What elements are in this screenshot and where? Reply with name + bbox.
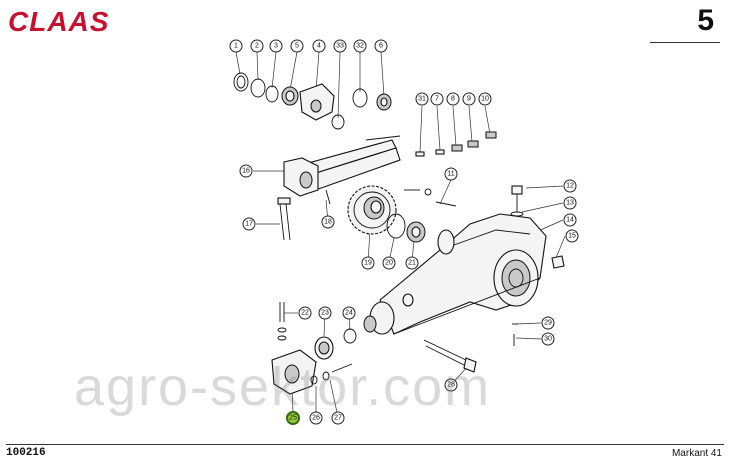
callout-23-label: 23 xyxy=(321,310,329,317)
callout-24-label: 24 xyxy=(345,310,353,317)
callout-19-label: 19 xyxy=(364,260,372,267)
callout-13[interactable]: 13 xyxy=(563,196,577,210)
callout-33-label: 33 xyxy=(336,43,344,50)
document-id: 100216 xyxy=(6,447,46,459)
sprocket-wheel xyxy=(347,185,457,243)
callout-26-label: 26 xyxy=(312,415,320,422)
model-name: Markant 41 xyxy=(671,448,722,459)
callout-14[interactable]: 14 xyxy=(563,213,577,227)
lever-arm xyxy=(277,135,401,241)
callout-5-label: 5 xyxy=(295,43,299,50)
callout-28[interactable]: 28 xyxy=(444,378,458,392)
callout-13-label: 13 xyxy=(566,200,574,207)
callout-2[interactable]: 2 xyxy=(250,39,264,53)
callout-20-label: 20 xyxy=(385,260,393,267)
callout-9-label: 9 xyxy=(467,96,471,103)
part-callouts: 1 2 3 5 4 33 32 6 31 7 8 9 10 16 11 12 1… xyxy=(229,39,579,425)
callout-33[interactable]: 33 xyxy=(333,39,347,53)
seal-rings-group xyxy=(233,72,497,157)
callout-16-label: 16 xyxy=(242,168,250,175)
callout-32-label: 32 xyxy=(356,43,364,50)
callout-8[interactable]: 8 xyxy=(446,92,460,106)
callout-18-label: 18 xyxy=(324,219,332,226)
callout-28-label: 28 xyxy=(447,382,455,389)
callout-23[interactable]: 23 xyxy=(318,306,332,320)
callout-21-label: 21 xyxy=(408,260,416,267)
callout-7[interactable]: 7 xyxy=(430,92,444,106)
callout-6-label: 6 xyxy=(379,43,383,50)
callout-4[interactable]: 4 xyxy=(312,39,326,53)
callout-11[interactable]: 11 xyxy=(444,167,458,181)
callout-25-label: 25 xyxy=(289,415,297,422)
claas-logo: CLAAS xyxy=(8,6,110,37)
callout-6[interactable]: 6 xyxy=(374,39,388,53)
callout-15[interactable]: 15 xyxy=(565,229,579,243)
callout-14-label: 14 xyxy=(566,217,574,224)
flange-parts xyxy=(271,302,477,395)
callout-11-label: 11 xyxy=(447,171,454,178)
callout-32[interactable]: 32 xyxy=(353,39,367,53)
callout-9[interactable]: 9 xyxy=(462,92,476,106)
callout-25-highlighted[interactable]: 25 xyxy=(286,411,300,425)
callout-12-label: 12 xyxy=(566,183,574,190)
callout-29-label: 29 xyxy=(544,320,552,327)
callout-8-label: 8 xyxy=(451,96,455,103)
callout-1-label: 1 xyxy=(234,43,238,50)
callout-21[interactable]: 21 xyxy=(405,256,419,270)
callout-27-label: 27 xyxy=(334,415,342,422)
footer-rule xyxy=(6,444,724,445)
callout-12[interactable]: 12 xyxy=(563,179,577,193)
callout-18[interactable]: 18 xyxy=(321,215,335,229)
callout-3-label: 3 xyxy=(274,43,278,50)
callout-10[interactable]: 10 xyxy=(478,92,492,106)
callout-26[interactable]: 26 xyxy=(309,411,323,425)
callout-17-label: 17 xyxy=(245,221,253,228)
callout-30-label: 30 xyxy=(544,336,552,343)
callout-27[interactable]: 27 xyxy=(331,411,345,425)
page-number: 5 xyxy=(697,4,714,37)
callout-2-label: 2 xyxy=(255,43,259,50)
callout-22-label: 22 xyxy=(301,310,309,317)
gearbox-housing xyxy=(363,185,565,346)
callout-10-label: 10 xyxy=(481,96,489,103)
callout-31-label: 31 xyxy=(418,96,426,103)
watermark: agro-sektor.com xyxy=(74,357,492,417)
callout-19[interactable]: 19 xyxy=(361,256,375,270)
callout-5[interactable]: 5 xyxy=(290,39,304,53)
callout-3[interactable]: 3 xyxy=(269,39,283,53)
callout-20[interactable]: 20 xyxy=(382,256,396,270)
callout-29[interactable]: 29 xyxy=(541,316,555,330)
callout-15-label: 15 xyxy=(568,233,576,240)
callout-4-label: 4 xyxy=(317,43,321,50)
header-rule xyxy=(650,42,720,43)
callout-7-label: 7 xyxy=(435,96,439,103)
callout-1[interactable]: 1 xyxy=(229,39,243,53)
callout-22[interactable]: 22 xyxy=(298,306,312,320)
callout-30[interactable]: 30 xyxy=(541,332,555,346)
callout-16[interactable]: 16 xyxy=(239,164,253,178)
callout-17[interactable]: 17 xyxy=(242,217,256,231)
callout-31[interactable]: 31 xyxy=(415,92,429,106)
callout-24[interactable]: 24 xyxy=(342,306,356,320)
